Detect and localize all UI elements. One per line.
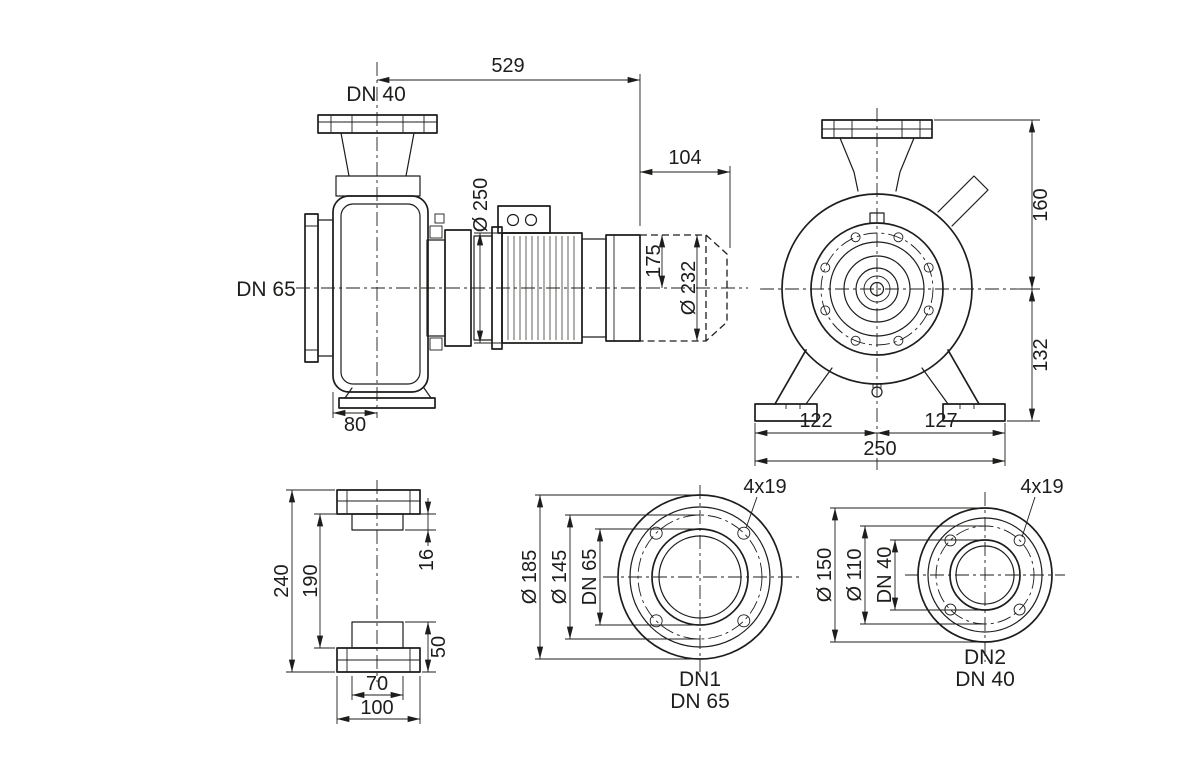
bolt-hole: [850, 232, 861, 243]
pump-foot: [338, 387, 436, 409]
bearing-lantern: [426, 213, 493, 351]
flange-size-label: DN 65: [670, 690, 730, 713]
foot-bracket-view: 240 190 16 50 70 100: [271, 480, 450, 724]
dim-slot-width: 70: [366, 673, 388, 695]
top-lug: [869, 212, 885, 224]
support-legs: [754, 349, 1006, 422]
dim-bore: DN 65: [579, 549, 601, 606]
dim-plate-thickness: 16: [416, 549, 438, 571]
volute: [781, 175, 989, 385]
discharge-flange: [317, 114, 438, 197]
dim-height-top: 160: [1030, 188, 1052, 221]
pump-casing: [332, 195, 429, 393]
bolt-hole: [923, 305, 934, 316]
bolt-hole: [1013, 603, 1026, 616]
lower-bracket: [336, 621, 421, 673]
bolt-hole: [893, 335, 904, 346]
side-view-dimensions: 529 104 Ø 250 175 Ø 232 80: [332, 55, 731, 436]
terminal-box: [497, 205, 551, 234]
dim-outer: Ø 185: [519, 550, 541, 604]
dim-overall: 240: [271, 564, 293, 597]
raised-face: [629, 506, 771, 648]
side-view-centerlines: [296, 62, 748, 418]
dim-base-width: 100: [360, 697, 393, 719]
fan-cover: [605, 234, 641, 342]
bolt-hole: [1013, 534, 1026, 547]
bolt-holes-callout: 4x19: [743, 476, 786, 498]
flange-view-dn65: 4x19 Ø 185 Ø 145 DN 65 DN1 DN 65: [519, 476, 800, 713]
bolt-hole: [850, 335, 861, 346]
front-view: 160 132 122 127 250: [754, 108, 1052, 470]
dim-total-length: 529: [491, 55, 524, 77]
bolt-hole: [649, 614, 663, 628]
motor-fins: [507, 236, 575, 340]
bolt-circle: [820, 232, 934, 346]
discharge-transition: [937, 175, 989, 227]
cable-gland: [506, 213, 520, 227]
flange-dn40-dimensions: Ø 150 Ø 110 DN 40: [814, 507, 985, 643]
discharge-flange-label: DN 40: [346, 83, 406, 106]
bolt-holes-callout: 4x19: [1020, 476, 1063, 498]
bolt-hole: [923, 262, 934, 273]
bolt-circle: [637, 514, 763, 640]
dim-bore: DN 40: [874, 547, 896, 604]
dim-motor-extension: 104: [668, 147, 701, 169]
bolt-hole: [737, 526, 751, 540]
dim-foot-total: 250: [863, 438, 896, 460]
dim-height-bottom: 132: [1030, 338, 1052, 371]
dim-175: 175: [643, 244, 665, 277]
dim-base-height: 50: [428, 636, 450, 658]
leader-line: [1021, 496, 1036, 538]
motor: [491, 205, 641, 350]
dim-inner: 190: [300, 564, 322, 597]
dim-bolt-circle: Ø 110: [844, 549, 866, 602]
dim-bolt-circle: Ø 145: [549, 550, 571, 604]
leader-line: [745, 496, 758, 529]
upper-bracket: [336, 489, 421, 531]
suction-flange-label: DN 65: [236, 278, 296, 301]
flange-view-dn40: 4x19 Ø 150 Ø 110 DN 40 DN2 DN 40: [814, 476, 1065, 691]
bolt-hole: [737, 614, 751, 628]
flange-code-label: DN1: [679, 668, 721, 691]
drain-plug: [871, 384, 883, 398]
front-discharge-flange: [821, 119, 933, 192]
lantern-face: [810, 212, 944, 356]
flange-size-label: DN 40: [955, 668, 1015, 691]
dim-foot-left: 122: [799, 410, 832, 432]
side-view: 529 104 Ø 250 175 Ø 232 80 DN 40 DN 65: [236, 55, 748, 436]
bolt-hole: [893, 232, 904, 243]
flange-dn65-dimensions: Ø 185 Ø 145 DN 65: [519, 494, 700, 660]
dim-outer: Ø 150: [814, 548, 836, 602]
dim-foot-offset: 80: [344, 414, 366, 436]
dim-foot-right: 127: [924, 410, 957, 432]
raised-face: [927, 517, 1043, 633]
front-view-dimensions: 160 132 122 127 250: [754, 119, 1052, 466]
flange-code-label: DN2: [964, 646, 1006, 669]
bolt-hole: [820, 262, 831, 273]
bolt-hole: [649, 526, 663, 540]
bolt-hole: [820, 305, 831, 316]
dim-motor-diameter: Ø 250: [470, 178, 492, 232]
dim-variant-diameter: Ø 232: [678, 261, 700, 315]
cable-gland: [524, 213, 538, 227]
foot-view-dimensions: 240 190 16 50 70 100: [271, 489, 450, 724]
volute-circle: [781, 193, 973, 385]
suction-flange: [304, 213, 334, 363]
